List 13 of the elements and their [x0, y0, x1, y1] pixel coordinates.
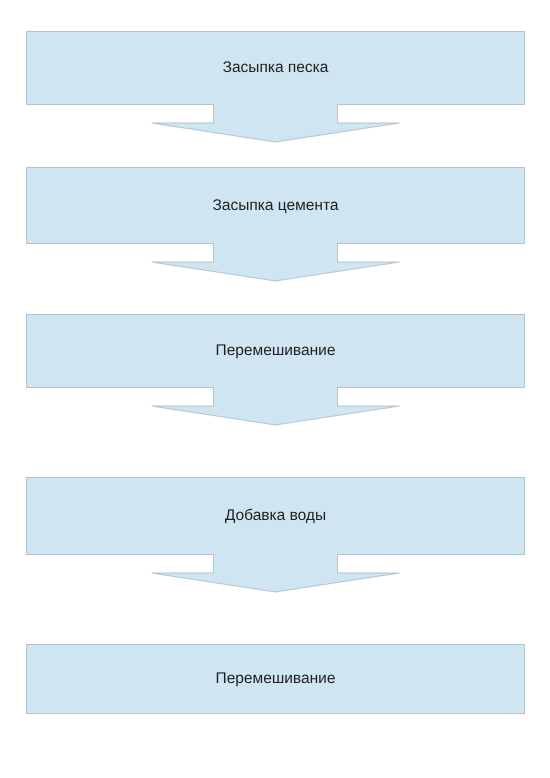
step-label: Засыпка песка — [222, 59, 328, 77]
process-box — [26, 314, 525, 388]
step-label: Перемешивание — [216, 342, 336, 360]
process-box — [26, 644, 525, 714]
step-label: Добавка воды — [224, 507, 326, 525]
process-box — [26, 477, 525, 555]
step-label: Перемешивание — [216, 670, 336, 688]
block-arrow — [151, 242, 400, 282]
block-arrow — [151, 554, 400, 592]
process-box — [26, 31, 525, 105]
block-arrow — [151, 386, 400, 426]
step-label: Засыпка цемента — [212, 196, 339, 214]
process-box — [26, 167, 525, 244]
